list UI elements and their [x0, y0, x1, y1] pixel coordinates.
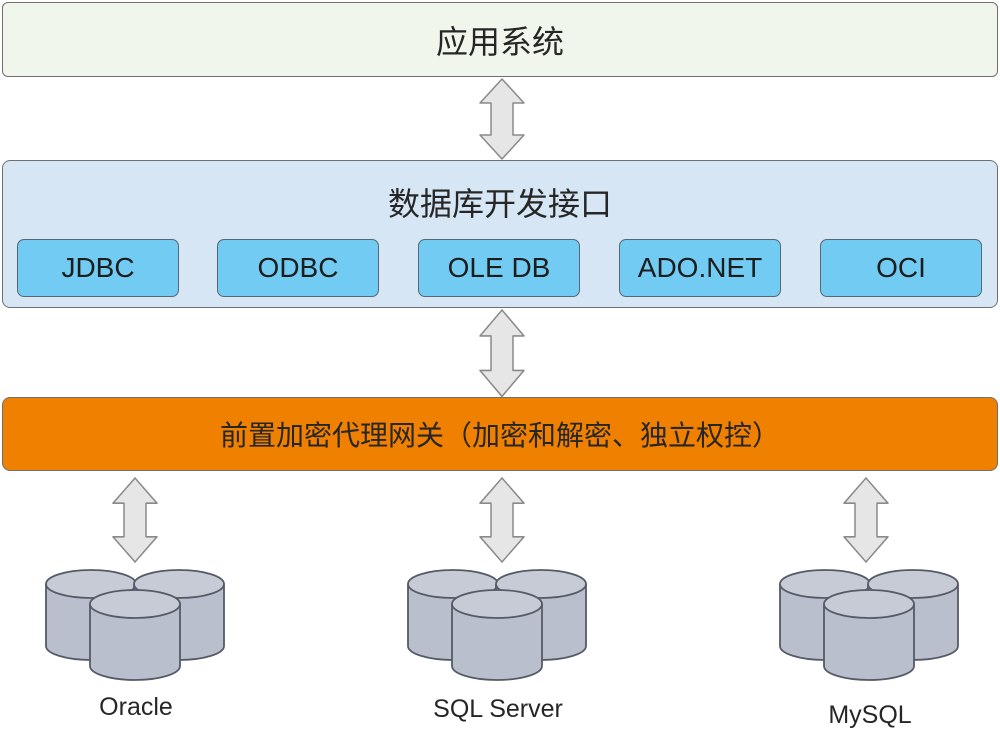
encryption-gateway-box: 前置加密代理网关（加密和解密、独立权控） — [2, 397, 998, 471]
sqlserver-database-icon — [408, 570, 586, 680]
mysql-database-icon — [780, 570, 958, 680]
api-item-ole-db: OLE DB — [418, 239, 580, 297]
db-label-oracle: Oracle — [99, 693, 173, 721]
gateway-label: 前置加密代理网关（加密和解密、独立权控） — [219, 419, 780, 452]
db-interface-box: 数据库开发接口 JDBC ODBC OLE DB ADO.NET OCI — [2, 160, 998, 308]
app-system-box: 应用系统 — [2, 2, 998, 77]
db-label-sql-server: SQL Server — [433, 695, 563, 723]
api-item-ado-net: ADO.NET — [619, 239, 781, 297]
oracle-database-icon — [46, 570, 224, 680]
arrow-interface-to-gateway-icon — [479, 309, 525, 398]
arrow-gateway-to-oracle-icon — [112, 477, 158, 563]
arrow-app-to-interface-icon — [479, 78, 525, 160]
api-item-oci: OCI — [820, 239, 982, 297]
db-label-mysql: MySQL — [828, 701, 912, 729]
api-item-jdbc: JDBC — [17, 239, 179, 297]
arrow-gateway-to-mysql-icon — [843, 477, 889, 563]
arrow-gateway-to-sqlserver-icon — [479, 477, 525, 563]
api-item-odbc: ODBC — [217, 239, 379, 297]
db-interface-title: 数据库开发接口 — [387, 185, 612, 223]
app-system-label: 应用系统 — [435, 22, 564, 61]
